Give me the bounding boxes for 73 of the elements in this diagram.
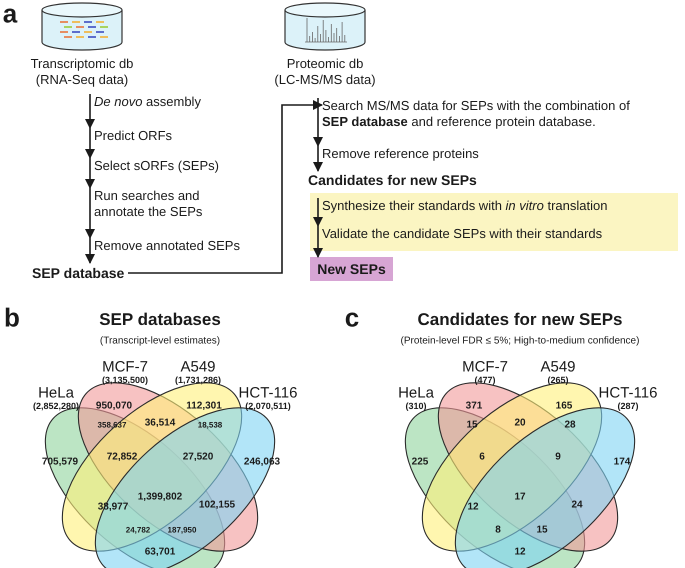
region-count: 63,701 (144, 546, 176, 558)
step-label: Select sORFs (SEPs) (94, 158, 219, 174)
subtitle: (Transcript-level estimates) (100, 336, 220, 346)
set-count: (2,070,511) (245, 401, 291, 411)
arrow (85, 238, 95, 264)
region-count: 165 (556, 400, 572, 412)
region-count: 28 (564, 420, 576, 430)
set-label: MCF-7 (462, 358, 508, 376)
highlight-band (310, 193, 678, 251)
region-count: 12 (467, 502, 479, 512)
set-count: (310) (406, 401, 426, 411)
region-count: 20 (514, 418, 526, 428)
region-count: 187,950 (168, 526, 196, 534)
region-count: 72,852 (106, 452, 138, 462)
region-count: 15 (536, 524, 548, 536)
set-label: A549 (540, 358, 576, 376)
arrow (313, 226, 323, 258)
step-label: Synthesize their standards with in vitro translation (322, 198, 608, 214)
region-count: 225 (412, 456, 428, 468)
step-label: Validate the candidate SEPs with their standards (322, 226, 602, 242)
panel-letter: c (344, 302, 360, 334)
node-label: SEP database (32, 263, 128, 283)
arrow (313, 98, 323, 147)
region-count: 174 (614, 456, 630, 468)
arrow (313, 198, 323, 227)
subtitle: (Protein-level FDR ≤ 5%; High-to-medium confidence) (400, 336, 640, 346)
arrow (85, 94, 95, 129)
arrow (85, 158, 95, 189)
set-label: HeLa (398, 384, 434, 402)
result-box: New SEPs (310, 257, 393, 281)
set-count: (287) (618, 401, 638, 411)
panel-letter: a (2, 0, 18, 30)
set-label: HCT-116 (238, 384, 298, 402)
region-count: 8 (495, 524, 501, 536)
set-label: HeLa (38, 384, 74, 402)
set-count: (1,731,286) (174, 375, 222, 385)
chart-title: SEP databases (99, 310, 221, 330)
step-label: Search MS/MS data for SEPs with the combination of SEP database and reference protein database. (322, 98, 640, 130)
panel-letter: b (4, 302, 20, 334)
set-count: (265) (548, 375, 568, 385)
region-count: 950,070 (96, 400, 132, 412)
region-count: 1,399,802 (138, 492, 182, 502)
set-label: MCF-7 (102, 358, 148, 376)
region-count: 6 (479, 452, 485, 462)
step-label: Predict ORFs (94, 128, 172, 144)
region-count: 112,301 (186, 400, 222, 412)
region-count: 371 (466, 400, 482, 412)
chart-title: Candidates for new SEPs (418, 310, 622, 330)
region-count: 24 (571, 500, 583, 510)
set-label: HCT-116 (598, 384, 658, 402)
step-label: Run searches and annotate the SEPs (94, 188, 224, 220)
region-count: 17 (514, 492, 526, 502)
region-count: 9 (555, 452, 561, 462)
set-label: A549 (180, 358, 216, 376)
node-label: Candidates for new SEPs (308, 171, 494, 190)
region-count: 36,514 (144, 418, 176, 428)
set-count: (477) (474, 375, 496, 385)
region-count: 12 (514, 546, 526, 558)
node-label: Proteomic db (LC-MS/MS data) (273, 56, 377, 88)
arrow (128, 100, 323, 274)
region-count: 27,520 (182, 452, 214, 462)
region-count: 102,155 (198, 500, 236, 510)
arrow (313, 146, 323, 172)
set-count: (3,135,500) (102, 375, 148, 385)
step-label: Remove reference proteins (322, 146, 479, 162)
step-label: Remove annotated SEPs (94, 238, 240, 254)
arrow (85, 188, 95, 239)
region-count: 24,782 (126, 526, 150, 534)
region-count: 18,538 (198, 420, 222, 430)
step-label: De novo assembly (94, 94, 201, 110)
set-count: (2,852,280) (32, 401, 80, 411)
node-label: Transcriptomic db (RNA-Seq data) (30, 56, 134, 88)
arrow (85, 128, 95, 159)
